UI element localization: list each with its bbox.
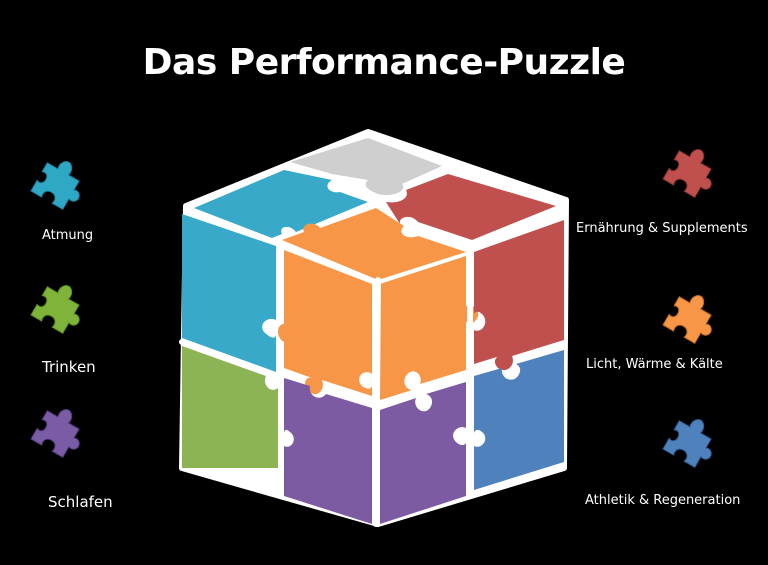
label-athletik: Athletik & Regeneration xyxy=(585,493,741,508)
cube-top-orange xyxy=(282,208,466,280)
cube-right-purple xyxy=(380,382,466,524)
cube-top-gray xyxy=(290,138,442,196)
cube-left-purple xyxy=(284,378,372,524)
label-schlafen: Schlafen xyxy=(48,493,113,511)
puzzle-piece-icon xyxy=(662,140,725,202)
cube-left-orange xyxy=(278,250,372,396)
label-licht: Licht, Wärme & Kälte xyxy=(586,357,723,372)
puzzle-piece-icon xyxy=(30,152,93,214)
label-trinken: Trinken xyxy=(42,358,96,376)
cube-left-green xyxy=(182,346,278,468)
cube-right-red xyxy=(474,220,564,371)
puzzle-piece-icon xyxy=(662,410,725,472)
cube-top-cyan xyxy=(194,170,368,238)
puzzle-piece-icon xyxy=(30,400,93,462)
page-title: Das Performance-Puzzle xyxy=(142,42,626,83)
cube-top-red xyxy=(386,174,556,240)
cube-left-cyan xyxy=(182,214,276,372)
puzzle-piece-icon xyxy=(662,286,725,348)
puzzle-piece-icon xyxy=(30,276,93,338)
cube-right-blue xyxy=(474,350,564,490)
cube-right-orange xyxy=(380,256,479,400)
puzzle-cube xyxy=(172,128,582,528)
label-ernaehrung: Ernährung & Supplements xyxy=(576,221,748,236)
label-atmung: Atmung xyxy=(42,228,94,243)
